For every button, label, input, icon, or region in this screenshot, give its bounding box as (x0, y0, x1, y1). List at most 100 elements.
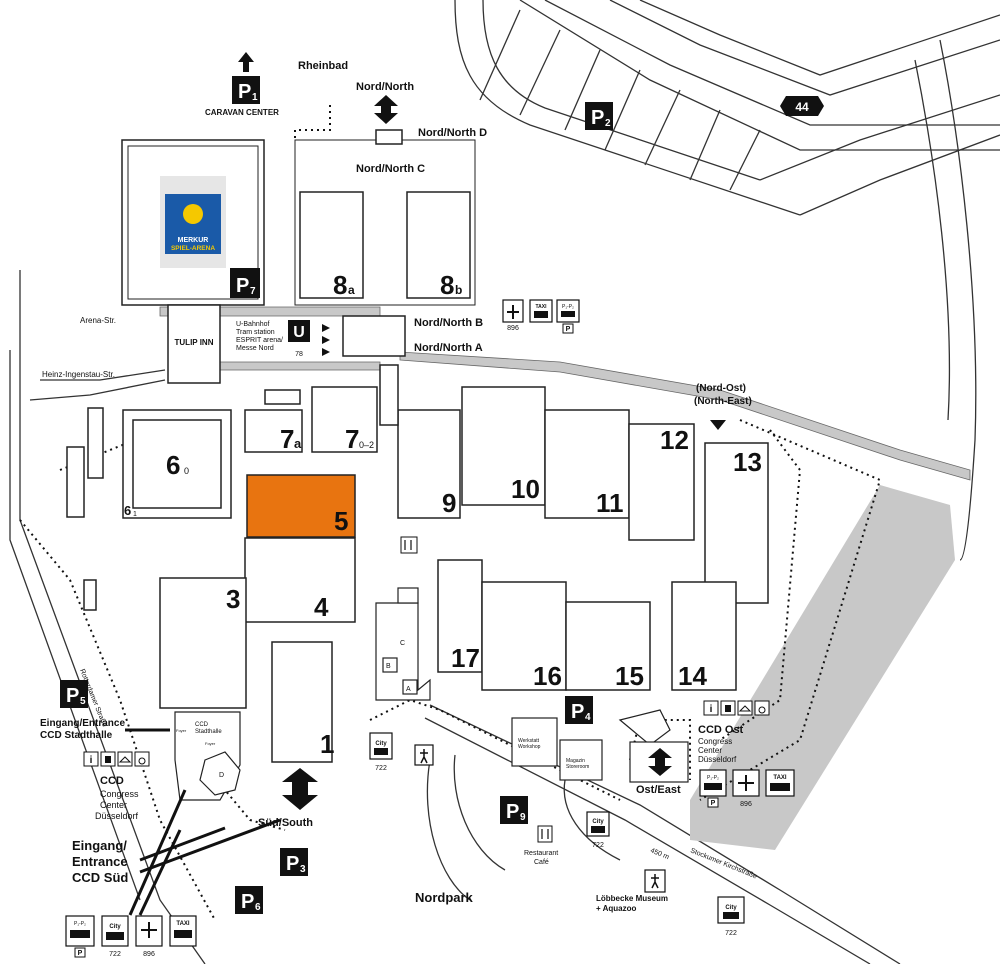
entrance-pointer-lines (125, 728, 281, 916)
info-icon-west (83, 751, 99, 767)
arena-str-label: Arena-Str. (80, 316, 116, 325)
shuttle-north-label: P₁-P₂ (562, 304, 574, 310)
nordpark-label: Nordpark (415, 890, 474, 905)
ccd-label-1: CCD (100, 775, 124, 787)
bus-896-north: 896 (507, 325, 519, 332)
nord-ost-label: (Nord-Ost) (696, 383, 746, 394)
p-east-label: P (711, 800, 716, 807)
merkur-label-1: MERKUR (178, 237, 209, 244)
ost-east-label: Ost/East (636, 784, 681, 796)
sued-south-label: Süd/South (258, 817, 313, 829)
p7-label: P (236, 275, 249, 297)
city-east-label: City (725, 905, 737, 911)
restaurant-icon-center (400, 536, 418, 554)
hall-4-label: 4 (314, 592, 329, 622)
hall-d-label: D (219, 772, 224, 779)
entrance-sued-label-3: CCD Süd (72, 870, 128, 885)
magazin-label-2: Storeroom (566, 764, 589, 770)
p3-sub: 3 (300, 864, 306, 875)
arena-inner (127, 145, 259, 300)
hall-7a-sub: a (294, 436, 302, 451)
loebbecke-label-2: + Aquazoo (596, 904, 636, 913)
ccd-label-3: Center (100, 800, 127, 810)
hall-8b-sub: b (455, 283, 462, 297)
hall-7a-label: 7 (280, 424, 294, 454)
hall-3-label: 3 (226, 584, 240, 614)
taxi-north-label: TAXI (535, 304, 547, 310)
p2-sub: 2 (605, 118, 611, 129)
ccd-ost-label-3: Center (698, 746, 722, 755)
hall-16-label: 16 (533, 661, 562, 691)
hall-a-label: A (406, 686, 411, 693)
hall-13-label: 13 (733, 447, 762, 477)
hall-17-label: 17 (451, 643, 480, 673)
city-sw-label: City (109, 924, 121, 930)
merkur-sun-icon (183, 204, 203, 224)
nord-entrance-arrow-icon (374, 95, 398, 124)
tram-label-2: Tram station (236, 329, 275, 336)
p6-sub: 6 (255, 902, 261, 913)
p5-sub: 5 (80, 696, 86, 707)
ccd-ost-label-4: Düsseldorf (698, 755, 737, 764)
info-icon-east (703, 700, 719, 716)
entrance-sued-label-1: Eingang/ (72, 838, 127, 853)
u-bahn-letter: U (293, 324, 305, 341)
nord-north-label: Nord/North (356, 81, 414, 93)
rheinbad-label: Rheinbad (298, 60, 348, 72)
ccd-ost-label-2: Congress (698, 737, 732, 746)
hall-10-label: 10 (511, 474, 540, 504)
hall-buildings (66, 129, 769, 763)
p4-sub: 4 (585, 712, 591, 723)
loebbecke-label-1: Löbbecke Museum (596, 894, 668, 903)
u-bahn-icon (288, 320, 310, 342)
hall-5-highlight (246, 474, 356, 538)
restaurant-label-2: Café (534, 859, 549, 866)
shuttle-east-label: P₁-P₂ (707, 775, 719, 781)
hall-6b-label: 6 (124, 503, 131, 518)
hall-6b-sub: 1 (133, 511, 137, 518)
p7-sub: 7 (250, 286, 256, 297)
entrance-sued-label-2: Entrance (72, 854, 128, 869)
ccd-label-4: Düsseldorf (95, 811, 139, 821)
city-south-label: City (375, 741, 387, 747)
nord-north-d-label: Nord/North D (418, 127, 487, 139)
restaurant-label-1: Restaurant (524, 850, 558, 857)
north-east-entrance-arrow-icon (710, 420, 726, 430)
magazin-label-1: Magazin (566, 758, 585, 764)
bus-896-east: 896 (740, 801, 752, 808)
p-north-label: P (566, 326, 571, 333)
p4-label: P (571, 701, 584, 723)
hall-number-labels: 1 3 4 5 6 0 6 1 7 a 7 0–2 8 a 8 b 9 10 1… (124, 270, 762, 779)
p-sw-label: P (78, 950, 83, 957)
ost-entrance-arrow-icon (648, 748, 672, 776)
wheelchair-icon-west (134, 751, 150, 767)
hall-9-label: 9 (442, 488, 456, 518)
werkstatt-label-1: Werkstatt (518, 738, 540, 744)
hall-6-label: 6 (166, 450, 180, 480)
city-center-label: City (592, 819, 604, 825)
entrance-stadthalle-label-2: CCD Stadthalle (40, 730, 113, 741)
taxi-east-label: TAXI (773, 775, 787, 781)
p3-label: P (286, 853, 299, 875)
hall-70-sub: 0–2 (359, 440, 374, 450)
hall-8a-sub: a (348, 283, 355, 297)
hall-5-label: 5 (334, 506, 348, 536)
hall-b-label: B (386, 663, 391, 670)
hall-1-label: 1 (320, 729, 334, 759)
p9-label: P (506, 801, 519, 823)
ccd-stadthalle-inner-1: CCD (195, 722, 209, 728)
ccd-ost-label-1: CCD Ost (698, 724, 744, 736)
entrance-stadthalle-label-1: Eingang/Entrance (40, 718, 125, 729)
caravan-center-label: CARAVAN CENTER (205, 108, 279, 117)
nord-north-a-label: Nord/North A (414, 342, 483, 354)
hall-12-label: 12 (660, 425, 689, 455)
tulip-inn-label: TULIP INN (175, 338, 214, 347)
transport-icons: 896 TAXI P₁-P₂ P City 722 City 722 City … (65, 299, 795, 958)
tram-line-78: 78 (295, 351, 303, 358)
hall-c-label: C (400, 640, 405, 647)
wheelchair-icon-east (754, 700, 770, 716)
p9-sub: 9 (520, 812, 526, 823)
p2-label: P (591, 107, 604, 129)
ccd-label-2: Congress (100, 789, 139, 799)
map-labels: Rheinbad CARAVAN CENTER Nord/North Nord/… (40, 60, 758, 913)
